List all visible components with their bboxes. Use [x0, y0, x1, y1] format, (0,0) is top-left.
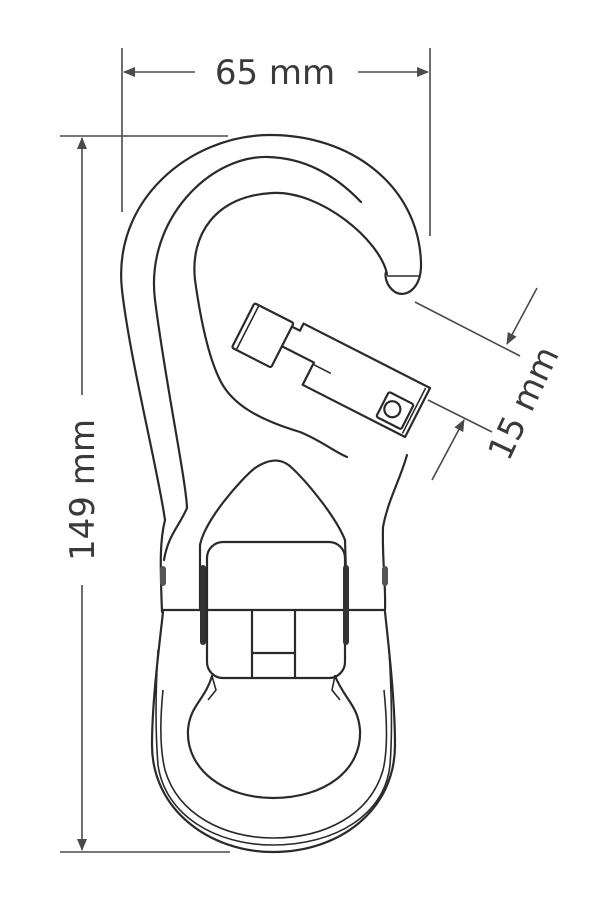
gate-pin — [312, 363, 332, 375]
width-label: 65 mm — [215, 53, 335, 93]
gate-sleeve — [231, 302, 295, 369]
gate — [231, 302, 432, 439]
gate-rivet — [383, 400, 402, 419]
height-dimension: 149 mm — [60, 135, 230, 853]
bottom-eye — [150, 610, 397, 854]
eye-outer-outline — [150, 610, 397, 854]
hook-inner-outline — [152, 155, 363, 510]
width-dimension: 65 mm — [121, 48, 431, 236]
hook-outer-outline — [120, 133, 423, 522]
gate-arrow-top — [506, 287, 538, 345]
gate-hinge-edge — [401, 387, 427, 434]
hook-body — [120, 133, 423, 614]
gate-extension-line-bottom — [427, 399, 493, 433]
gate-arrow-bottom — [431, 419, 465, 481]
swivel-bushing-left — [200, 565, 206, 645]
eye-outline-3 — [160, 689, 388, 839]
swivel-bushing-right — [343, 565, 349, 645]
eye-hole-notch-left — [207, 675, 217, 701]
hook-window — [198, 459, 349, 610]
swivel-washer-right — [382, 566, 388, 586]
gate-sleeve-edge — [236, 305, 260, 350]
hook-spine-right — [381, 453, 409, 612]
height-label: 149 mm — [63, 419, 103, 561]
swivel-washer-left — [160, 566, 166, 586]
gate-extension-line-top — [414, 301, 521, 357]
gate-hinge-block — [375, 391, 415, 430]
eye-outline-2 — [155, 649, 393, 846]
eye-hole — [186, 674, 362, 800]
eye-hole-notch-right — [331, 675, 341, 701]
gate-opening-dimension: 15 mm — [414, 287, 568, 481]
swivel — [160, 540, 388, 680]
hook-throat-outline — [193, 191, 389, 459]
hook-spine-left — [159, 506, 189, 614]
gate-body — [280, 322, 432, 439]
gate-opening-label: 15 mm — [480, 340, 567, 466]
